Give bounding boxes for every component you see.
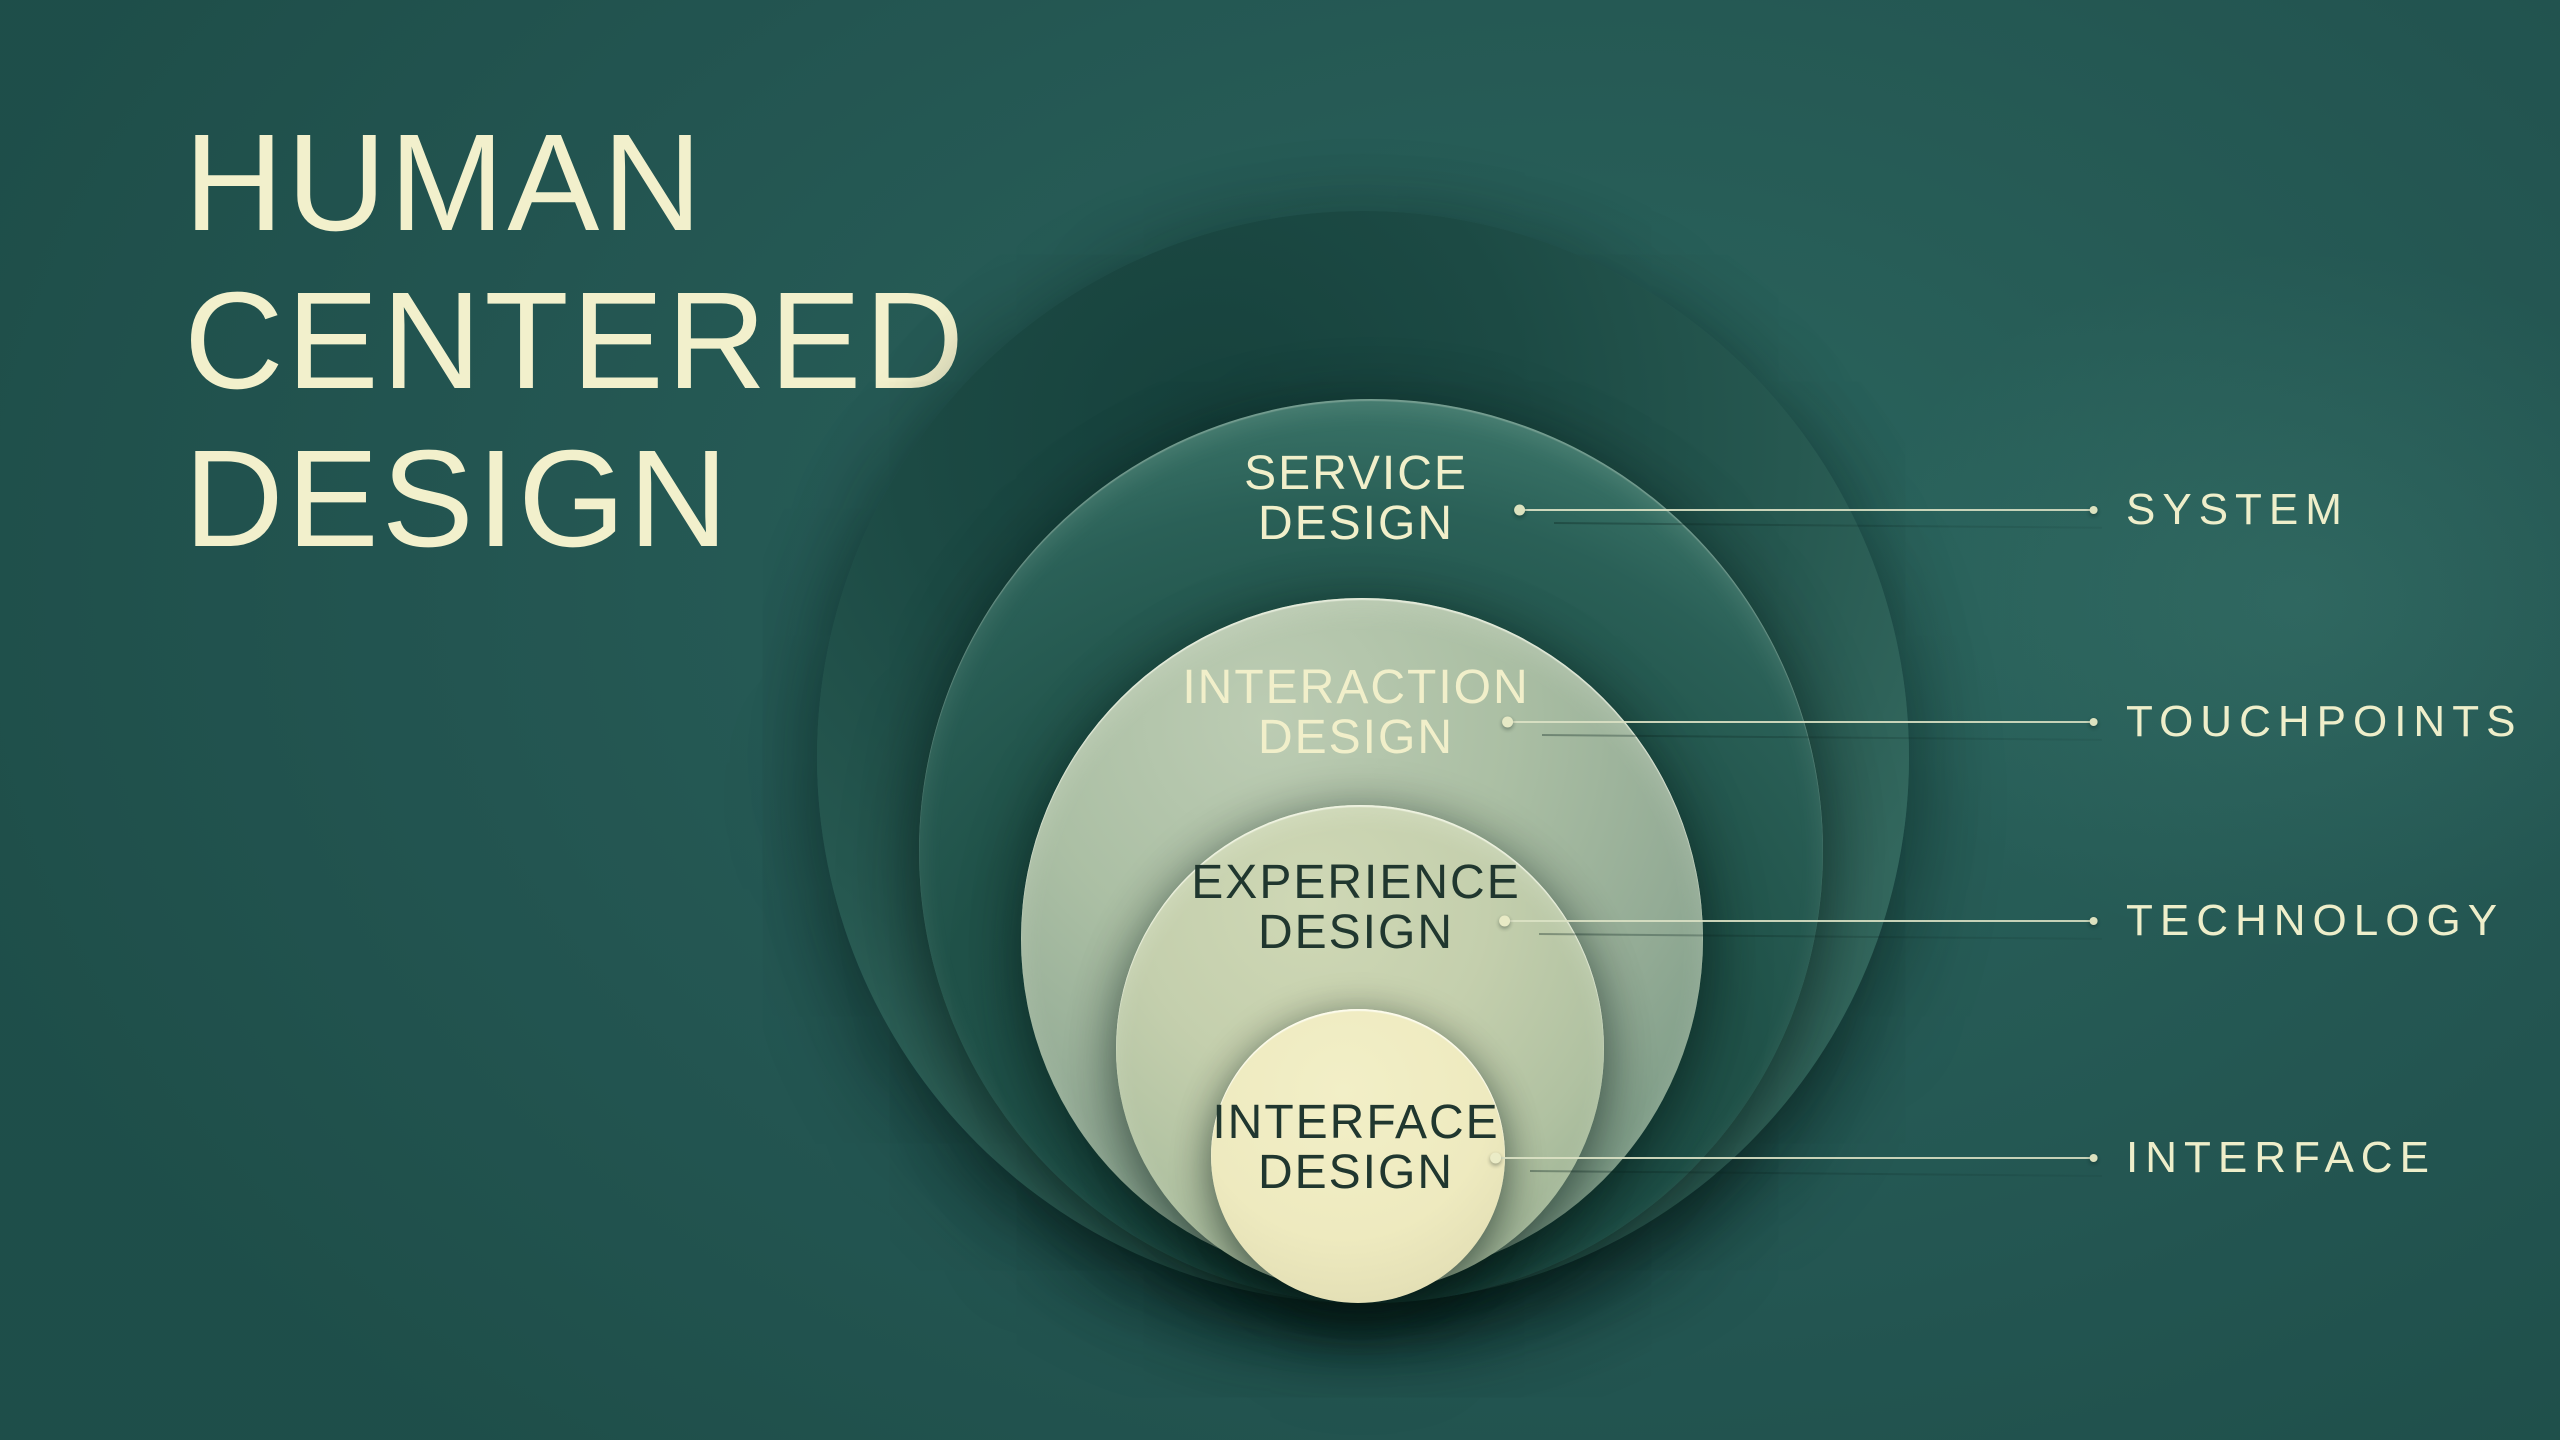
interface-design-circle: [1211, 1009, 1505, 1303]
leader-dot: [2089, 506, 2098, 514]
interaction-label-line-1: INTERACTION: [1182, 661, 1530, 714]
experience-label-line-2: DESIGN: [1257, 906, 1455, 959]
leader-line-system: [1514, 504, 2098, 516]
leader-dot: [2089, 917, 2098, 925]
leader-line-interface: [1490, 1152, 2098, 1164]
experience-design-label: EXPERIENCE DESIGN: [1191, 858, 1520, 958]
annotation-system: SYSTEM: [2126, 485, 2349, 534]
page-title: HUMAN CENTERED DESIGN: [184, 104, 967, 578]
experience-label-line-1: EXPERIENCE: [1191, 856, 1521, 909]
leader-dot: [1490, 1152, 1502, 1164]
background-glow: [1850, 250, 2560, 950]
leader-line-technology: [1499, 915, 2098, 927]
interaction-label-line-2: DESIGN: [1257, 711, 1455, 764]
leader-dot: [2089, 1154, 2098, 1162]
interaction-design-label: INTERACTION DESIGN: [1182, 663, 1529, 763]
annotation-technology: TECHNOLOGY: [2126, 896, 2505, 945]
interface-label-line-1: INTERFACE: [1212, 1096, 1500, 1149]
leader-dot: [2089, 718, 2098, 726]
leader-line-touchpoints: [1502, 716, 2098, 728]
title-line-3: DESIGN: [184, 422, 732, 576]
leader-dot: [1514, 504, 1526, 516]
interface-label-line-2: DESIGN: [1257, 1146, 1455, 1199]
service-label-line-2: DESIGN: [1257, 497, 1455, 550]
title-line-1: HUMAN: [184, 106, 705, 260]
title-line-2: CENTERED: [184, 264, 968, 418]
leader-dot: [1499, 915, 1511, 927]
service-design-label: SERVICE DESIGN: [1244, 449, 1468, 549]
service-label-line-1: SERVICE: [1244, 447, 1468, 500]
leader-dot: [1502, 716, 1514, 728]
interface-design-label: INTERFACE DESIGN: [1212, 1098, 1499, 1198]
annotation-interface: INTERFACE: [2126, 1133, 2436, 1182]
annotation-touchpoints: TOUCHPOINTS: [2126, 697, 2523, 746]
